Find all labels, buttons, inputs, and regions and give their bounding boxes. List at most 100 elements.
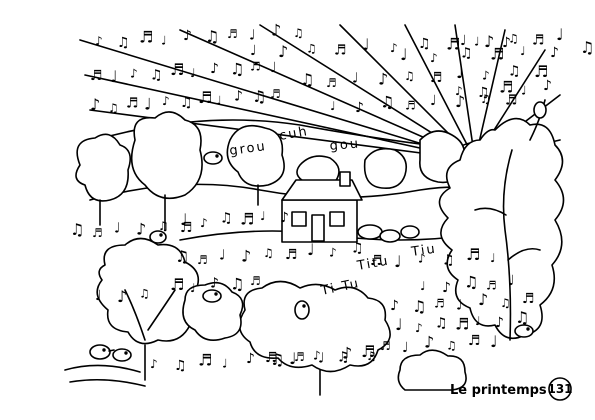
music-note: ♩ (270, 60, 277, 76)
music-note: ♩ (222, 356, 228, 370)
music-note: ♬ (505, 93, 518, 109)
music-note: ♪ (482, 69, 490, 83)
song-tiu: Tiu (409, 242, 437, 261)
music-note: ♩ (490, 251, 496, 265)
music-note: ♪ (478, 290, 488, 309)
music-note: ♩ (110, 67, 118, 86)
music-note: ♫ (117, 35, 130, 51)
music-note: ♪ (234, 88, 243, 104)
music-note: ♪ (484, 32, 494, 51)
music-note: ♬ (170, 60, 184, 79)
music-note: ♩ (430, 93, 437, 109)
music-note: ♩ (144, 94, 152, 113)
music-note: ♩ (216, 94, 222, 108)
bird (514, 324, 534, 338)
music-note: ♩ (420, 279, 426, 293)
music-note: ♩ (460, 33, 467, 49)
music-note: ♪ (502, 35, 511, 51)
music-note: ♫ (508, 63, 521, 79)
music-note: ♫ (508, 32, 519, 46)
music-note: ♫ (380, 93, 394, 112)
music-note: ♬ (326, 76, 337, 90)
music-note: ♬ (466, 245, 480, 264)
music-note: ♫ (108, 101, 119, 115)
rocks (357, 224, 420, 243)
music-note: ♪ (390, 41, 398, 55)
song-titu: Titu (355, 254, 391, 275)
music-note: ♬ (380, 339, 391, 353)
music-note: ♬ (455, 314, 469, 333)
music-note: ♫ (263, 246, 274, 260)
music-note: ♬ (490, 44, 504, 63)
music-note: ♪ (378, 69, 388, 88)
music-note: ♪ (313, 349, 321, 363)
music-note: ♫ (174, 358, 187, 374)
music-note: ♬ (534, 62, 548, 81)
music-note: ♪ (329, 246, 337, 260)
top-right-branch (529, 99, 547, 141)
music-note: ♫ (270, 350, 284, 369)
music-note: ♫ (158, 219, 169, 233)
bird (203, 151, 223, 165)
music-note: ♫ (446, 338, 457, 352)
music-note: ♩ (395, 315, 403, 334)
page-number: 131 (547, 382, 572, 396)
music-note: ♬ (139, 28, 153, 47)
music-note: ♩ (95, 288, 102, 304)
music-note: ♫ (442, 252, 455, 268)
music-note: ♬ (499, 78, 513, 97)
music-note: ♫ (150, 67, 163, 83)
music-note: ♪ (162, 94, 170, 108)
music-note: ♫ (252, 87, 266, 106)
music-note: ♬ (180, 220, 193, 236)
music-note: ♩ (307, 240, 315, 259)
bottom-right-bush (397, 349, 467, 391)
music-note: ♪ (495, 315, 504, 331)
music-note: ♩ (330, 99, 336, 113)
music-note: ♪ (136, 219, 146, 238)
music-note: ♩ (289, 349, 297, 368)
music-note: ♬ (198, 351, 212, 370)
music-note: ♩ (474, 34, 480, 48)
music-note: ♬ (285, 247, 298, 263)
music-note: ♩ (114, 221, 121, 237)
music-note: ♩ (521, 83, 527, 97)
music-note: ♫ (139, 287, 150, 301)
background-trees (75, 111, 466, 231)
bird-songs: grou cuh gou Ti Tu Titu Tiu (228, 124, 437, 299)
music-note: ♬ (250, 59, 261, 73)
music-note: ♪ (241, 246, 251, 265)
song-gou: gou (329, 136, 361, 154)
music-note: ♪ (271, 20, 281, 39)
music-note: ♫ (205, 27, 219, 46)
music-note: ♬ (334, 42, 347, 58)
music-note: ♩ (180, 210, 188, 229)
music-note: ♪ (424, 333, 434, 352)
music-note: ♪ (543, 78, 552, 94)
music-note: ♩ (556, 25, 564, 44)
music-note: ♩ (250, 43, 257, 59)
music-note: ♪ (342, 343, 352, 362)
music-note: ♬ (361, 342, 375, 361)
music-note: ♪ (430, 51, 438, 65)
music-note: ♫ (500, 296, 511, 310)
music-note: ♪ (390, 298, 399, 314)
page-number-badge: 131 (547, 377, 573, 401)
music-note: ♬ (405, 98, 416, 112)
music-note: ♬ (250, 274, 261, 288)
music-note: ♫ (480, 92, 491, 106)
music-note: ♫ (300, 70, 314, 89)
music-note: ♫ (180, 95, 193, 111)
music-note: ♬ (240, 209, 254, 228)
music-note: ♩ (318, 351, 325, 367)
music-note: ♩ (508, 273, 515, 289)
music-note: ♫ (337, 349, 350, 365)
music-note: ♩ (260, 209, 266, 223)
music-note: ♩ (352, 71, 359, 87)
music-note: ♪ (200, 216, 208, 230)
music-note: ♪ (442, 280, 451, 296)
music-note: ♪ (210, 276, 219, 292)
music-note: ♫ (230, 60, 244, 79)
music-note: ♩ (456, 63, 464, 82)
music-note: ♪ (455, 92, 465, 111)
